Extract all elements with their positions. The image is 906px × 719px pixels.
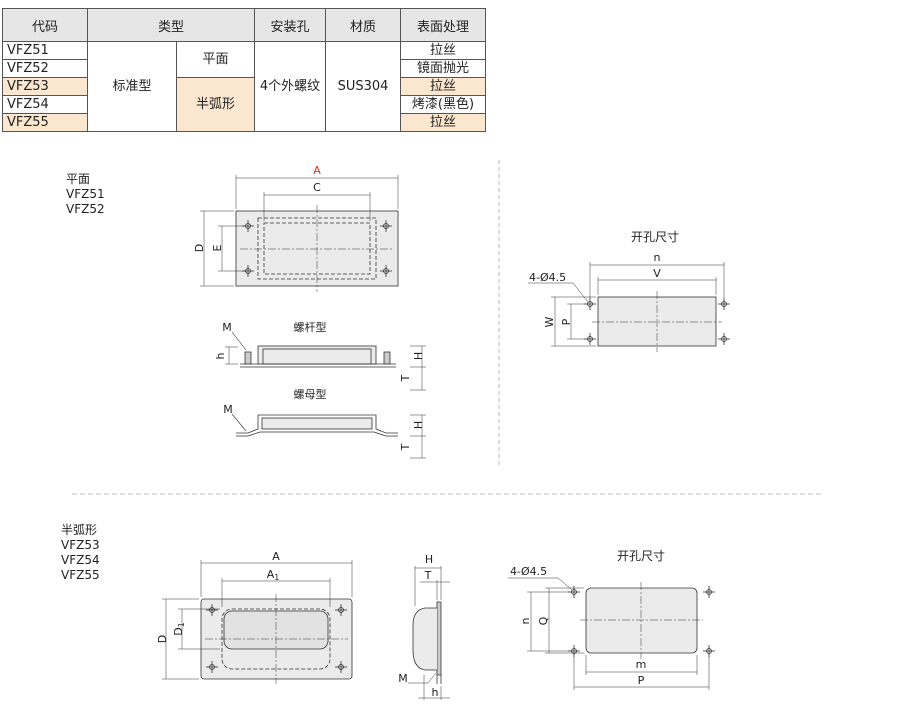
nut-type-label: 螺母型 bbox=[294, 387, 327, 401]
dim-C-label: C bbox=[313, 181, 321, 194]
drawing-labels: A C D E 螺杆型 M h H T 螺母型 M H T 开孔尺寸 n V 4… bbox=[156, 164, 679, 699]
table-row: VFZ54 烤漆(黑色) bbox=[2, 95, 486, 114]
table-row: VFZ53 半弧形 拉丝 bbox=[2, 77, 486, 132]
cut-V-label: V bbox=[653, 267, 661, 280]
flat-model: VFZ51 bbox=[66, 187, 105, 201]
table-row: VFZ55 拉丝 bbox=[2, 113, 486, 132]
arc-section-label: 半弧形 VFZ53 VFZ54 VFZ55 bbox=[61, 523, 100, 583]
flat-top-view bbox=[200, 175, 399, 292]
dim-E-label: E bbox=[211, 244, 224, 251]
header-finish: 表面处理 bbox=[400, 8, 486, 42]
arc-dim-A-label: A bbox=[272, 550, 280, 563]
dim-D-label: D bbox=[193, 244, 206, 252]
stud-type-side-view bbox=[225, 331, 426, 391]
code-cell: VFZ53 bbox=[2, 77, 88, 96]
arc-cut-n-label: n bbox=[519, 617, 532, 624]
arc-model: VFZ53 bbox=[61, 538, 100, 552]
arc-section-title: 半弧形 bbox=[61, 523, 98, 537]
arc-model: VFZ55 bbox=[61, 568, 100, 582]
arc-cut-P-label: P bbox=[638, 674, 645, 687]
finish-cell: 拉丝 bbox=[400, 113, 486, 132]
finish-cell: 烤漆(黑色) bbox=[400, 95, 486, 114]
code-cell: VFZ54 bbox=[2, 95, 88, 114]
nut-type-side-view bbox=[231, 413, 426, 459]
arc-cutout-title: 开孔尺寸 bbox=[617, 549, 665, 563]
H-label: H bbox=[412, 352, 425, 360]
stud-type-label: 螺杆型 bbox=[294, 320, 327, 334]
table-header-row: 代码 类型 安装孔 材质 表面处理 bbox=[2, 8, 486, 42]
arc-side-view bbox=[408, 566, 450, 700]
arc-h-label: h bbox=[432, 686, 439, 699]
arc-M-label: M bbox=[398, 672, 408, 685]
arc-cut-m-label: m bbox=[636, 658, 647, 671]
cut-n-label: n bbox=[654, 251, 661, 264]
type-flat-cell: 平面 bbox=[176, 41, 255, 78]
T-label: T bbox=[399, 374, 412, 382]
arc-dim-D-label: D bbox=[156, 635, 169, 643]
mount-hole-markers bbox=[242, 220, 392, 277]
finish-cell: 拉丝 bbox=[400, 77, 486, 96]
h-label: h bbox=[214, 352, 227, 359]
arc-hole-spec-label: 4-Ø4.5 bbox=[510, 565, 547, 578]
cut-P-label: P bbox=[560, 318, 573, 325]
arc-dim-A1-label: A1 bbox=[267, 568, 280, 582]
arc-model: VFZ54 bbox=[61, 553, 100, 567]
H-label: H bbox=[412, 421, 425, 429]
arc-H-label: H bbox=[425, 553, 433, 566]
arc-cut-Q-label: Q bbox=[537, 616, 550, 625]
hole-spec-label: 4-Ø4.5 bbox=[529, 271, 566, 284]
arc-T-label: T bbox=[424, 569, 432, 582]
arc-cutout-drawing bbox=[508, 577, 715, 690]
type-arc-cell: 半弧形 bbox=[176, 77, 255, 132]
flat-cutout-drawing bbox=[528, 262, 730, 352]
holes-cell: 4个外螺纹 bbox=[254, 41, 326, 132]
spec-table: 代码 类型 安装孔 材质 表面处理 VFZ51 标准型 平面 4个外螺纹 SUS… bbox=[2, 8, 486, 132]
type-main-cell: 标准型 bbox=[87, 41, 177, 132]
code-cell: VFZ55 bbox=[2, 113, 88, 132]
arc-dim-D1-label: D1 bbox=[172, 622, 186, 636]
header-code: 代码 bbox=[2, 8, 88, 42]
M-label: M bbox=[222, 321, 232, 334]
M-label: M bbox=[223, 403, 233, 416]
flat-cutout-title: 开孔尺寸 bbox=[631, 230, 679, 244]
flat-model: VFZ52 bbox=[66, 202, 105, 216]
arc-top-view bbox=[162, 560, 353, 684]
flat-section-label: 平面 VFZ51 VFZ52 bbox=[66, 172, 105, 217]
dim-A-label: A bbox=[313, 164, 321, 177]
T-label: T bbox=[399, 443, 412, 451]
flat-section-title: 平面 bbox=[66, 172, 91, 186]
cut-W-label: W bbox=[543, 316, 556, 327]
